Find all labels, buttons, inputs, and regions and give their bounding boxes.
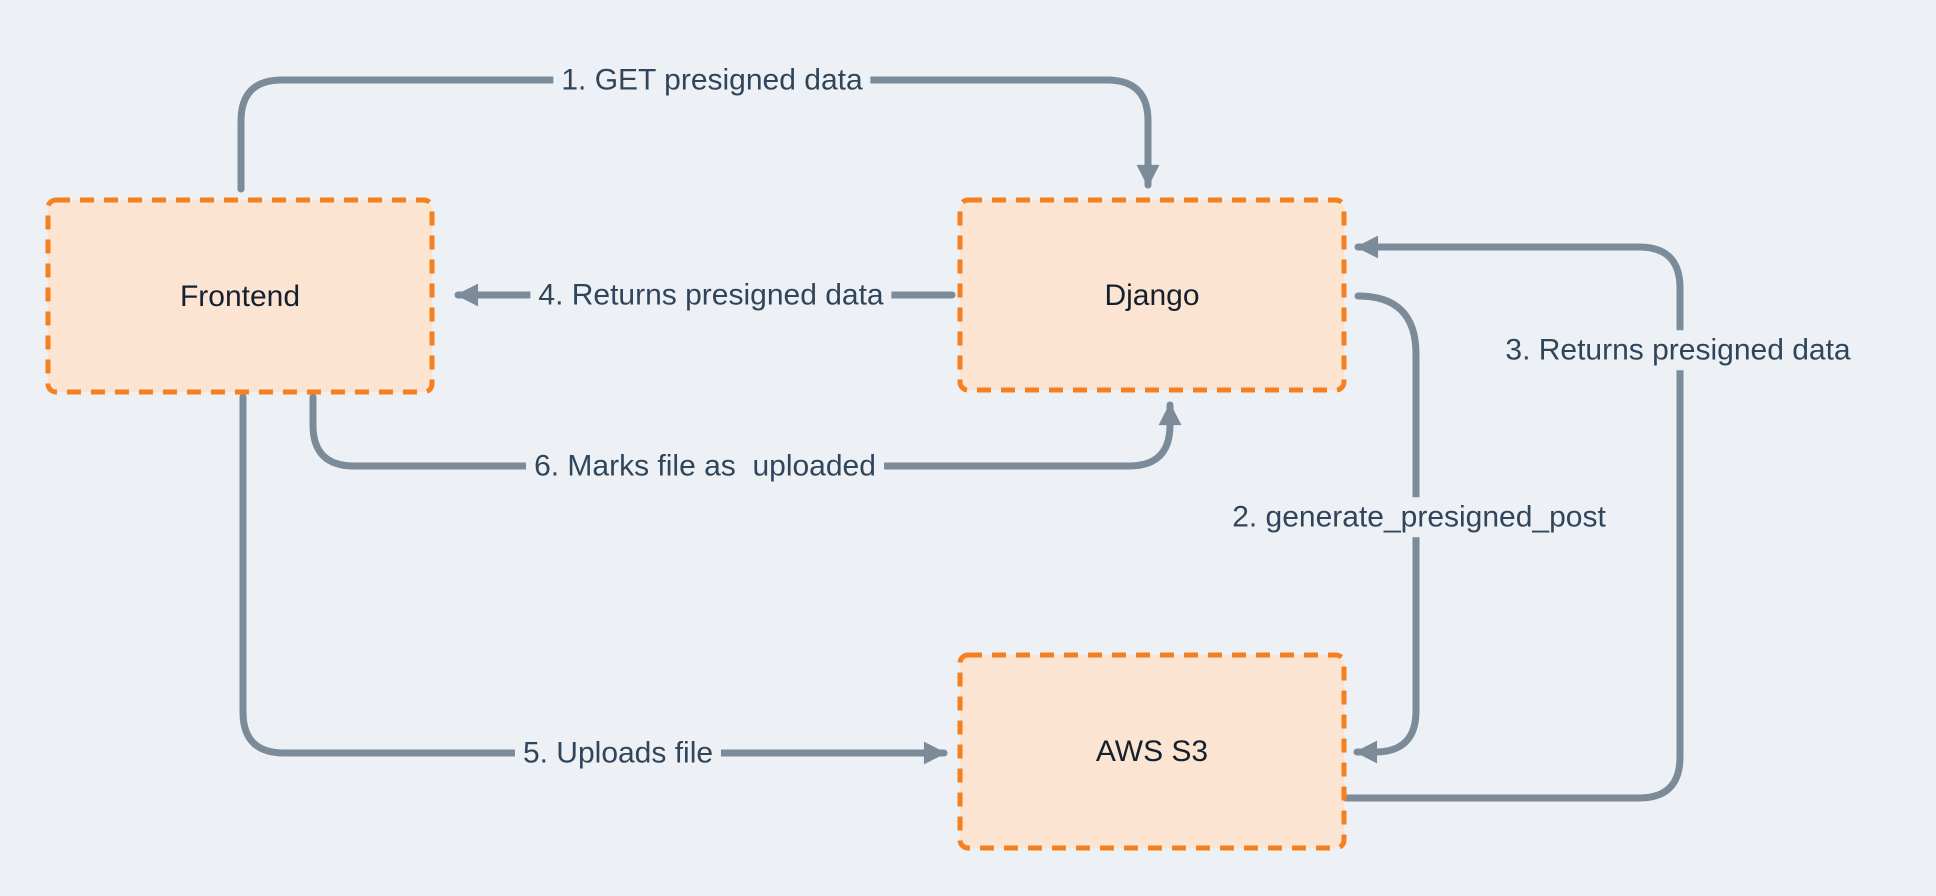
edge-6-label: 6. Marks file as uploaded xyxy=(526,446,884,486)
edge-3-label: 3. Returns presigned data xyxy=(1497,330,1859,370)
edge-2-label: 2. generate_presigned_post xyxy=(1224,497,1614,537)
django-node-label: Django xyxy=(1104,279,1200,312)
django-node-box xyxy=(957,197,1347,393)
frontend-node-box xyxy=(45,197,435,395)
arrow-2-generate-presigned-post xyxy=(1353,292,1420,764)
edge-5-label: 5. Uploads file xyxy=(514,733,722,773)
aws-s3-node-box xyxy=(957,652,1347,851)
edge-1-label: 1. GET presigned data xyxy=(553,60,871,100)
arrow-5-uploads-file xyxy=(239,393,948,765)
aws-s3-node-label: AWS S3 xyxy=(1095,735,1209,768)
edge-4-label: 4. Returns presigned data xyxy=(530,275,892,315)
frontend-node-label: Frontend xyxy=(179,280,301,313)
arrow-3-returns-presigned-data xyxy=(1342,235,1684,802)
